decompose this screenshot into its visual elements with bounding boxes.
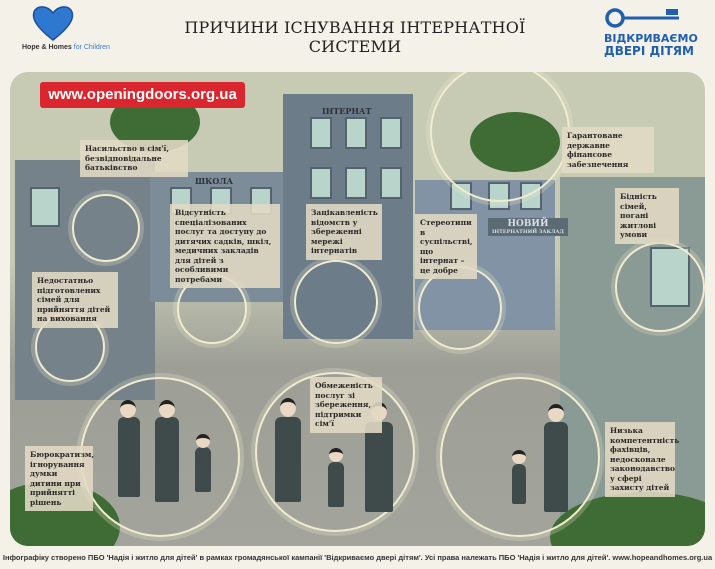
person-figure: [544, 422, 568, 512]
window: [380, 117, 402, 149]
person-head: [548, 404, 564, 422]
cause-callout: Зацікавленість відомств у збереженні мер…: [306, 204, 382, 260]
infographic-scene: www.openingdoors.org.ua ШКОЛА ІНТЕРНАТ Н…: [10, 72, 705, 546]
cause-callout: Бідність сімей, погані житлові умови: [615, 188, 679, 244]
hope-homes-name: Hope & Homes for Children: [22, 44, 110, 51]
open-doors-logo: [604, 4, 684, 36]
footer-credits: Інфографіку створено ПБО 'Надія і житло …: [2, 553, 713, 562]
person-figure: [275, 417, 301, 502]
person-figure: [365, 422, 393, 512]
hope-homes-logo: [30, 4, 76, 46]
window: [30, 187, 60, 227]
person-head: [159, 400, 175, 418]
window: [310, 117, 332, 149]
person-figure: [118, 417, 140, 497]
scene-circle: [72, 194, 140, 262]
school-label: ШКОЛА: [195, 176, 233, 186]
internat-label: ІНТЕРНАТ: [322, 106, 372, 116]
person-head: [120, 400, 136, 418]
person-figure: [155, 417, 179, 502]
heart-icon: [32, 6, 74, 41]
person-head: [280, 398, 296, 417]
cause-callout: Обмеженість послуг зі збереження, підтри…: [310, 377, 382, 433]
scene-circle: [294, 260, 378, 344]
cause-callout: Стереотипи в суспільстві, що інтернат – …: [415, 214, 477, 279]
scene-circle: [440, 377, 600, 537]
cause-callout: Відсутність спеціалізованих послуг та до…: [170, 204, 280, 288]
cause-callout: Недостатньо підготовлених сімей для прий…: [32, 272, 118, 328]
person-head: [196, 434, 210, 448]
scene-circle: [615, 242, 705, 332]
person-figure: [195, 447, 211, 492]
cause-callout: Насильство в сім'ї, безвідповідальне бат…: [80, 140, 188, 177]
person-figure: [512, 464, 526, 504]
cause-callout: Низька компетентність фахівців, недоскон…: [605, 422, 679, 497]
person-figure: [328, 462, 344, 507]
window: [380, 167, 402, 199]
key-icon: [605, 8, 679, 28]
window: [310, 167, 332, 199]
scene-circle: [255, 372, 415, 532]
window: [345, 167, 367, 199]
cause-callout: Гарантоване державне фінансове забезпече…: [562, 127, 654, 173]
person-head: [329, 448, 343, 462]
page-title: ПРИЧИНИ ІСНУВАННЯ ІНТЕРНАТНОЇ СИСТЕМИ: [184, 18, 526, 56]
window: [345, 117, 367, 149]
person-head: [512, 450, 526, 464]
website-link[interactable]: www.openingdoors.org.ua: [40, 82, 245, 108]
cause-callout: Бюрократизм, ігнорування думки дитини пр…: [25, 446, 94, 511]
